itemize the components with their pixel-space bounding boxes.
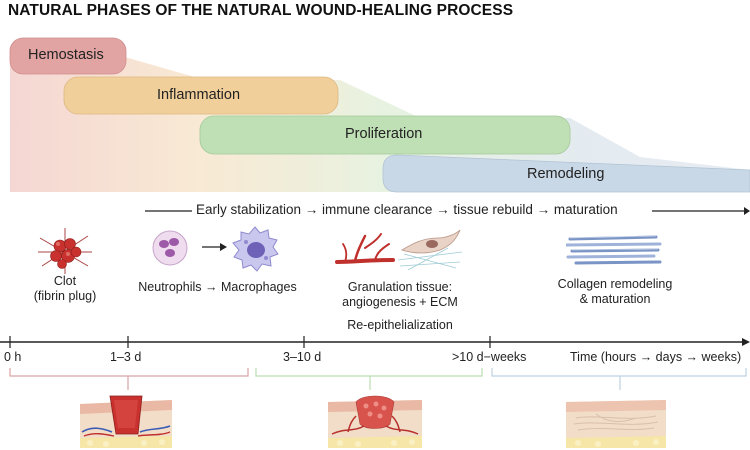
page-title: NATURAL PHASES OF THE NATURAL WOUND-HEAL… [8, 2, 514, 19]
skin-proliferation-illustration [328, 395, 422, 448]
progression-arrow [145, 207, 750, 215]
skin-hemostasis-illustration [80, 395, 172, 448]
phase-label-remodeling: Remodeling [527, 166, 605, 182]
reepithelialization-caption: Re-epithelialization [347, 318, 453, 332]
bracket-early [9, 368, 249, 377]
phase-label-inflammation: Inflammation [157, 87, 241, 103]
phase-label-hemostasis: Hemostasis [28, 47, 104, 63]
tick-label-3-10d: 3–10 d [283, 350, 322, 364]
skin-remodeling-illustration [566, 400, 666, 448]
clot-caption: Clot (fibrin plug) [33, 274, 97, 303]
inflammation-bar [63, 76, 339, 115]
phase-label-proliferation: Proliferation [345, 126, 423, 142]
proliferation-bar [199, 115, 571, 155]
tick-label-10d-weeks: >10 d−weeks [452, 350, 527, 364]
bracket-late [491, 368, 747, 377]
tick-label-0h: 0 h [4, 350, 22, 364]
bracket-mid [255, 368, 483, 377]
neutrophil-icon [152, 230, 188, 266]
time-axis-label: Time (hours → days → weeks) [570, 350, 742, 364]
hemostasis-bar [9, 37, 127, 75]
macrophage-icon [232, 226, 279, 272]
cell-transition-arrow [202, 243, 227, 251]
timeline-axis [0, 336, 750, 390]
cells-caption: Neutrophils → Macrophages [138, 280, 297, 294]
remodeling-bar [382, 154, 750, 193]
granulation-caption: Granulation tissue: angiogenesis + ECM [342, 280, 458, 309]
progression-label: Early stabilization → immune clearance →… [196, 202, 618, 217]
tick-label-1-3d: 1–3 d [110, 350, 142, 364]
fibroblast-icon [398, 229, 462, 270]
collagen-fibers-icon [566, 235, 662, 265]
collagen-caption: Collagen remodeling & maturation [557, 277, 673, 306]
blood-vessel-icon [335, 233, 395, 264]
phase-diagram [9, 37, 750, 193]
fibrin-clot-icon [38, 228, 92, 274]
